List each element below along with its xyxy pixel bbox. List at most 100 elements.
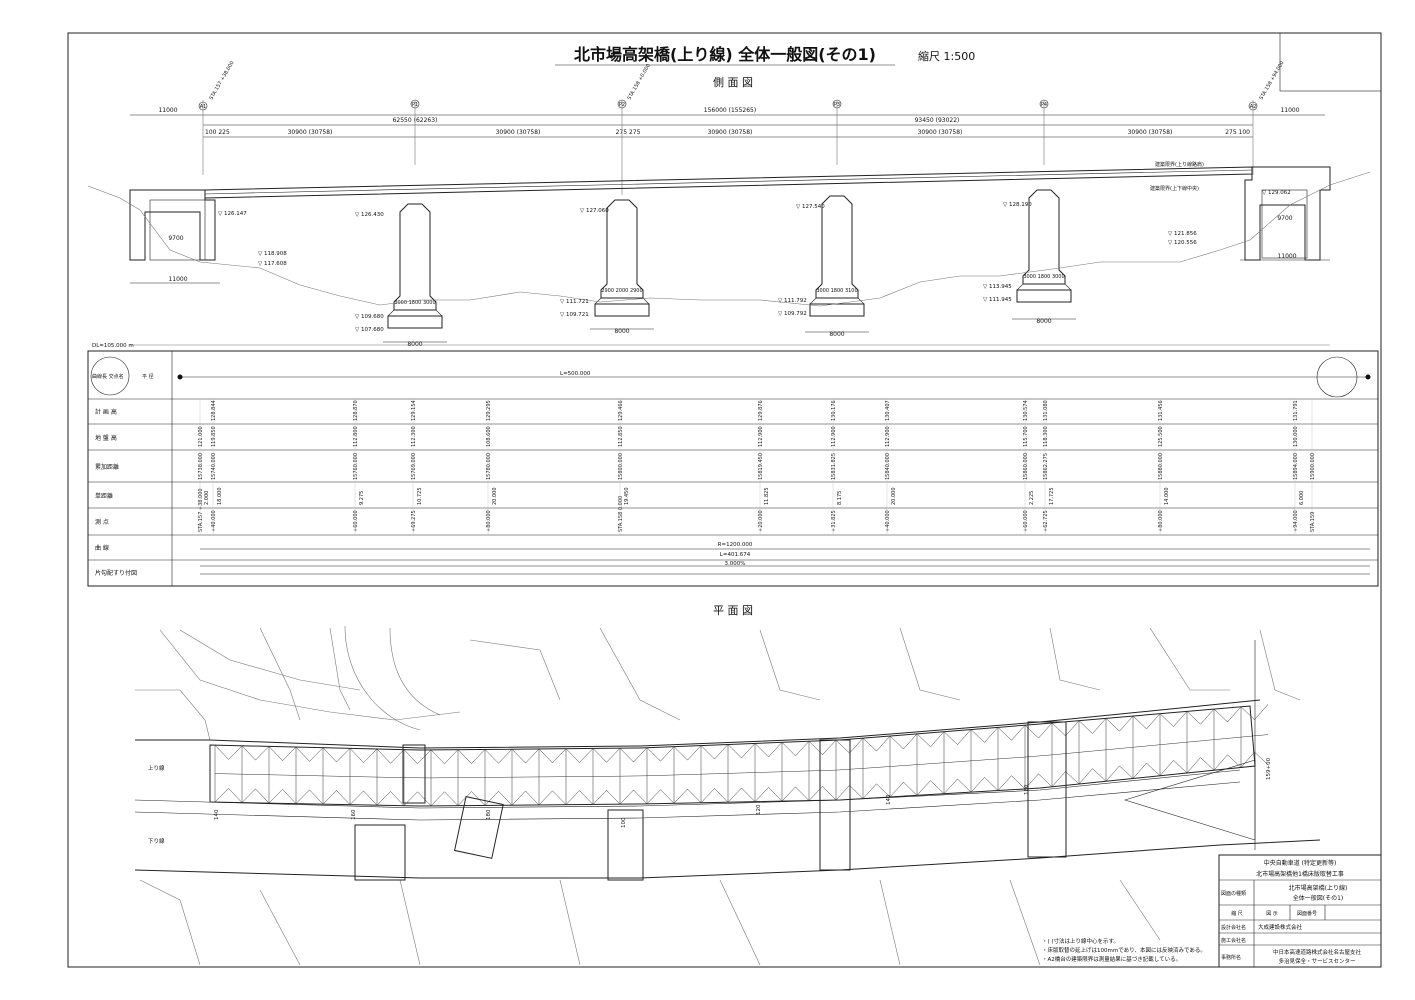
drawing-title: 北市場高架橋(上り線) 全体一般図(その1) xyxy=(574,45,876,64)
title-block: 中央自動車道 (特定更新等) 北市場高架橋他1橋床版取替工事 図面の種類 北市場… xyxy=(1218,854,1382,968)
bridge-deck xyxy=(204,166,1253,199)
scale-label: 縮尺 1:500 xyxy=(918,49,975,63)
table-value: +20.000 xyxy=(758,510,764,532)
table-value: 17.725 xyxy=(1049,488,1055,506)
footing-p1: 3000 1800 3000 xyxy=(394,300,435,306)
table-value: 129.466 xyxy=(618,400,624,421)
dim-span-6: 30900 (30758) xyxy=(1128,129,1173,136)
dim-span-7: 275 100 xyxy=(1225,129,1250,136)
tb-drawing-label: 図面の種類 xyxy=(1221,890,1246,897)
table-value: +80.000 xyxy=(486,510,492,532)
elev-15: ▽ 111.945 xyxy=(983,297,1012,303)
truss-members xyxy=(214,704,1269,807)
curve-radius: R=1200.000 xyxy=(718,542,753,548)
table-value: STA.158 0.000 xyxy=(618,496,624,532)
table-value: STA.159 xyxy=(1310,512,1316,532)
table-value: 112.300 xyxy=(411,426,417,447)
table-value: 130.574 xyxy=(1023,400,1029,421)
table-value: 129.876 xyxy=(758,400,764,421)
tb-drawing-name2: 全体一般図(その1) xyxy=(1293,894,1344,902)
plan-mark-1: 160 xyxy=(351,809,357,820)
side-view: 側 面 図 A1 P1 P2 P3 P4 A2 STA.157 +38.000 … xyxy=(87,60,1371,348)
abut-a1-inner: 9700 xyxy=(168,235,183,242)
table-value: 112.800 xyxy=(353,426,359,447)
table-value: 2.000 xyxy=(204,491,210,505)
elev-3: ▽ 127.540 xyxy=(796,204,825,210)
row-station: 測 点 xyxy=(95,518,109,526)
plan-deck xyxy=(209,705,1256,807)
pier-p3: 3000 1800 3100 8000 xyxy=(805,195,869,338)
side-view-heading: 側 面 図 xyxy=(713,76,753,89)
row-curve: 曲 線 xyxy=(95,544,109,552)
table-value: 15780.000 xyxy=(486,453,492,480)
table-value: +40.000 xyxy=(211,510,217,532)
table-value: 15760.000 xyxy=(353,453,359,480)
note-2: ・A2橋台の建築限界は測量結果に基づき記載している。 xyxy=(1042,955,1181,963)
tbl-top-mid: 平 径 xyxy=(142,373,154,380)
table-value: +62.725 xyxy=(1043,510,1049,532)
plan-mark-0: 140 xyxy=(214,809,220,820)
tb-drawing-name1: 北市場高架橋(上り線) xyxy=(1289,884,1348,892)
footing-w-p2: 8000 xyxy=(614,328,629,335)
footing-w-p1: 8000 xyxy=(407,341,422,348)
table-value: 20.000 xyxy=(492,488,498,506)
elev-2: ▽ 127.060 xyxy=(580,208,609,214)
table-value: 15860.000 xyxy=(1023,453,1029,480)
footing-p2: 2900 2000 2900 xyxy=(601,288,642,294)
tb-office1: 中日本高速道路株式会社名古屋支社 xyxy=(1273,948,1362,956)
plan-view-heading: 平 面 図 xyxy=(713,604,753,617)
abutment-a1: 11000 9700 xyxy=(129,189,220,284)
dim-span-3: 275 275 xyxy=(616,129,641,136)
footing-w-p3: 8000 xyxy=(829,331,844,338)
superelev-value: 3.000% xyxy=(725,561,746,567)
tbl-length: L=500.000 xyxy=(560,371,591,377)
elev-8: ▽ 109.680 xyxy=(355,314,384,320)
tb-builder-label: 施工会社名 xyxy=(1221,937,1246,944)
plan-mark-6: 160 xyxy=(1024,784,1030,795)
plan-mark-2: 180 xyxy=(486,809,492,820)
ground-line xyxy=(87,171,1371,307)
elev-16: ▽ 121.856 xyxy=(1168,231,1197,237)
elev-1: ▽ 126.430 xyxy=(355,212,384,218)
elev-12: ▽ 111.792 xyxy=(778,298,807,304)
table-value: 128.870 xyxy=(353,400,359,421)
table-value: 2.225 xyxy=(1029,491,1035,505)
sheet-frame xyxy=(67,32,1382,968)
table-value: 11.825 xyxy=(764,488,770,506)
table-value: 125.500 xyxy=(1158,426,1164,447)
plan-view: 平 面 図 xyxy=(134,604,1321,966)
profile-table: DL=105.000 m 曲線長 交点名 平 径 L=500.000 計 画 高… xyxy=(87,343,1379,587)
elev-6: ▽ 118.908 xyxy=(258,251,287,257)
dim-left: 11000 xyxy=(158,107,177,114)
table-value: +69.275 xyxy=(411,510,417,532)
table-value: 115.700 xyxy=(1023,426,1029,447)
elev-7: ▽ 117.608 xyxy=(258,261,287,267)
table-value: 131.080 xyxy=(1043,400,1049,421)
table-value: 15900.000 xyxy=(1310,453,1316,480)
dim-span-2: 30900 (30758) xyxy=(496,129,541,136)
pier-p2: 2900 2000 2900 8000 xyxy=(590,199,654,335)
row-cum-dist: 累加距離 xyxy=(95,463,119,471)
table-value: 128.844 xyxy=(211,400,217,421)
elev-11: ▽ 109.721 xyxy=(560,312,589,318)
plan-mark-7: 159+00 xyxy=(1266,757,1272,780)
tb-office-label: 事務所名 xyxy=(1221,954,1241,961)
tb-project2: 北市場高架橋他1橋床版取替工事 xyxy=(1256,870,1344,878)
row-plan-height: 計 画 高 xyxy=(95,408,117,416)
table-value: 129.154 xyxy=(411,400,417,421)
table-value: 15840.000 xyxy=(885,453,891,480)
table-value: 20.000 xyxy=(891,488,897,506)
clearance-note-1: 建築限界(上り線路肩) xyxy=(1155,161,1204,168)
table-value: 15819.450 xyxy=(758,453,764,480)
table-value: 19.450 xyxy=(624,488,630,506)
dim-span-4: 30900 (30758) xyxy=(708,129,753,136)
table-value: 112.900 xyxy=(831,426,837,447)
dim-span-5: 30900 (30758) xyxy=(918,129,963,136)
table-value: 112.850 xyxy=(618,426,624,447)
dim-total: 156000 (155265) xyxy=(704,107,756,114)
plan-mark-4: 120 xyxy=(756,804,762,815)
table-value: STA.157 +38.000 xyxy=(198,488,204,532)
row-ground-height: 地 盤 高 xyxy=(95,434,117,442)
abut-a2-inner: 9700 xyxy=(1277,215,1292,222)
